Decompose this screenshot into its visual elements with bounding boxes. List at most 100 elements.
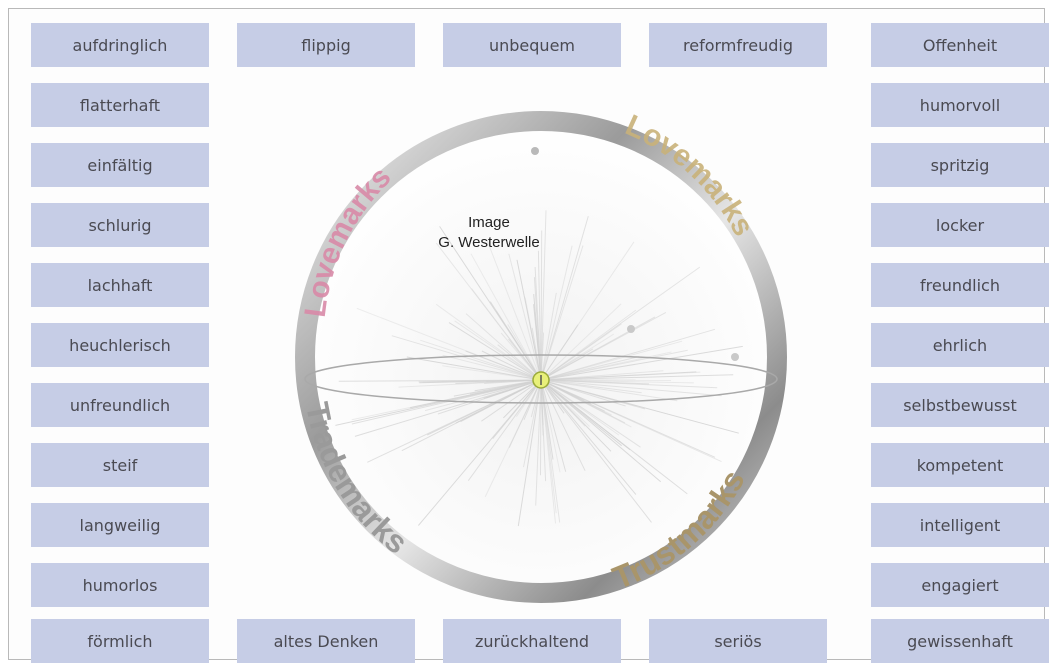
ray-line bbox=[420, 339, 542, 381]
ray-line bbox=[540, 328, 716, 381]
attribute-tag: einfältig bbox=[31, 143, 209, 187]
ray-line bbox=[540, 266, 701, 381]
ray-line bbox=[503, 379, 542, 419]
ray-line bbox=[418, 379, 542, 526]
ray-line bbox=[448, 322, 542, 381]
ray-line bbox=[540, 379, 632, 428]
attribute-tag: intelligent bbox=[871, 503, 1049, 547]
ray-line bbox=[470, 253, 542, 381]
ray-line bbox=[540, 371, 697, 381]
attribute-tag: lachhaft bbox=[31, 263, 209, 307]
attribute-tag: steif bbox=[31, 443, 209, 487]
ray-line bbox=[465, 313, 542, 381]
ray-line bbox=[540, 379, 652, 523]
ray-line bbox=[531, 327, 542, 381]
attribute-tag: förmlich bbox=[31, 619, 209, 663]
attribute-tag: kompetent bbox=[871, 443, 1049, 487]
ray-line bbox=[540, 379, 544, 436]
ray-line bbox=[540, 371, 701, 381]
ray-line bbox=[540, 379, 718, 389]
attribute-tag: zurückhaltend bbox=[443, 619, 621, 663]
attribute-tag: langweilig bbox=[31, 503, 209, 547]
ray-line bbox=[540, 379, 567, 472]
ray-line bbox=[418, 379, 542, 383]
ray-line bbox=[540, 323, 622, 381]
ray-line bbox=[455, 379, 542, 424]
ray-line bbox=[508, 379, 542, 448]
attribute-tag: unbequem bbox=[443, 23, 621, 67]
ray-line bbox=[524, 297, 542, 381]
attribute-tag: humorlos bbox=[31, 563, 209, 607]
ray-line bbox=[535, 379, 542, 506]
ray-line bbox=[424, 379, 542, 412]
attribute-tag: gewissenhaft bbox=[871, 619, 1049, 663]
ray-line bbox=[534, 266, 542, 381]
ray-line bbox=[540, 379, 626, 424]
ray-line bbox=[540, 379, 642, 394]
attribute-tag: freundlich bbox=[871, 263, 1049, 307]
ray-line bbox=[481, 379, 542, 422]
ray-line bbox=[540, 379, 586, 471]
ray-line bbox=[484, 379, 542, 498]
ray-line bbox=[540, 379, 641, 448]
attribute-tag: flippig bbox=[237, 23, 415, 67]
ray-line bbox=[540, 374, 734, 381]
ray-line bbox=[508, 253, 542, 381]
ray-line bbox=[540, 311, 667, 381]
ray-line bbox=[471, 288, 542, 381]
ray-line bbox=[540, 210, 547, 381]
ray-line bbox=[489, 301, 542, 381]
ray-line bbox=[540, 379, 688, 495]
attribute-tag: unfreundlich bbox=[31, 383, 209, 427]
attribute-tag: selbstbewusst bbox=[871, 383, 1049, 427]
attribute-tag: locker bbox=[871, 203, 1049, 247]
attribute-tag: heuchlerisch bbox=[31, 323, 209, 367]
ray-line bbox=[367, 379, 542, 463]
attribute-tag: spritzig bbox=[871, 143, 1049, 187]
ray-line bbox=[486, 239, 542, 381]
attribute-tag: reformfreudig bbox=[649, 23, 827, 67]
point-marker bbox=[731, 353, 739, 361]
ray-line bbox=[540, 324, 579, 381]
ray-line bbox=[540, 245, 584, 381]
image-caption: Image G. Westerwelle bbox=[389, 213, 589, 253]
ray-line bbox=[540, 348, 594, 381]
ray-line bbox=[540, 349, 688, 381]
point-marker bbox=[531, 147, 539, 155]
ray-line bbox=[540, 340, 683, 381]
ray-line bbox=[540, 379, 556, 524]
attribute-tag: altes Denken bbox=[237, 619, 415, 663]
attribute-tag: seriös bbox=[649, 619, 827, 663]
ray-line bbox=[406, 356, 542, 381]
ray-line bbox=[540, 379, 542, 476]
ray-line bbox=[354, 379, 542, 437]
ray-line bbox=[391, 335, 542, 381]
attribute-tag: Offenheit bbox=[871, 23, 1049, 67]
attribute-tag: flatterhaft bbox=[31, 83, 209, 127]
ray-line bbox=[540, 303, 622, 381]
ray-line bbox=[454, 320, 542, 381]
ray-line bbox=[540, 379, 623, 447]
ray-line bbox=[453, 379, 542, 397]
ray-line bbox=[351, 379, 542, 421]
ray-line bbox=[435, 303, 542, 381]
ray-line bbox=[409, 379, 542, 409]
caption-line-1: Image bbox=[468, 214, 510, 231]
ray-line bbox=[540, 379, 561, 473]
ray-line bbox=[442, 354, 542, 381]
ray-line bbox=[540, 245, 573, 381]
attribute-tag: engagiert bbox=[871, 563, 1049, 607]
ray-line bbox=[540, 379, 662, 483]
ray-line bbox=[540, 356, 640, 381]
ray-line bbox=[517, 379, 542, 527]
ray-line bbox=[540, 216, 589, 381]
point-marker bbox=[627, 325, 635, 333]
ray-line bbox=[540, 379, 561, 523]
caption-line-2: G. Westerwelle bbox=[438, 234, 540, 251]
ray-line bbox=[356, 307, 542, 381]
ray-line bbox=[516, 259, 542, 381]
ray-line bbox=[435, 242, 542, 381]
ray-line bbox=[540, 379, 620, 436]
ray-line bbox=[540, 379, 722, 397]
ray-line bbox=[467, 379, 542, 481]
